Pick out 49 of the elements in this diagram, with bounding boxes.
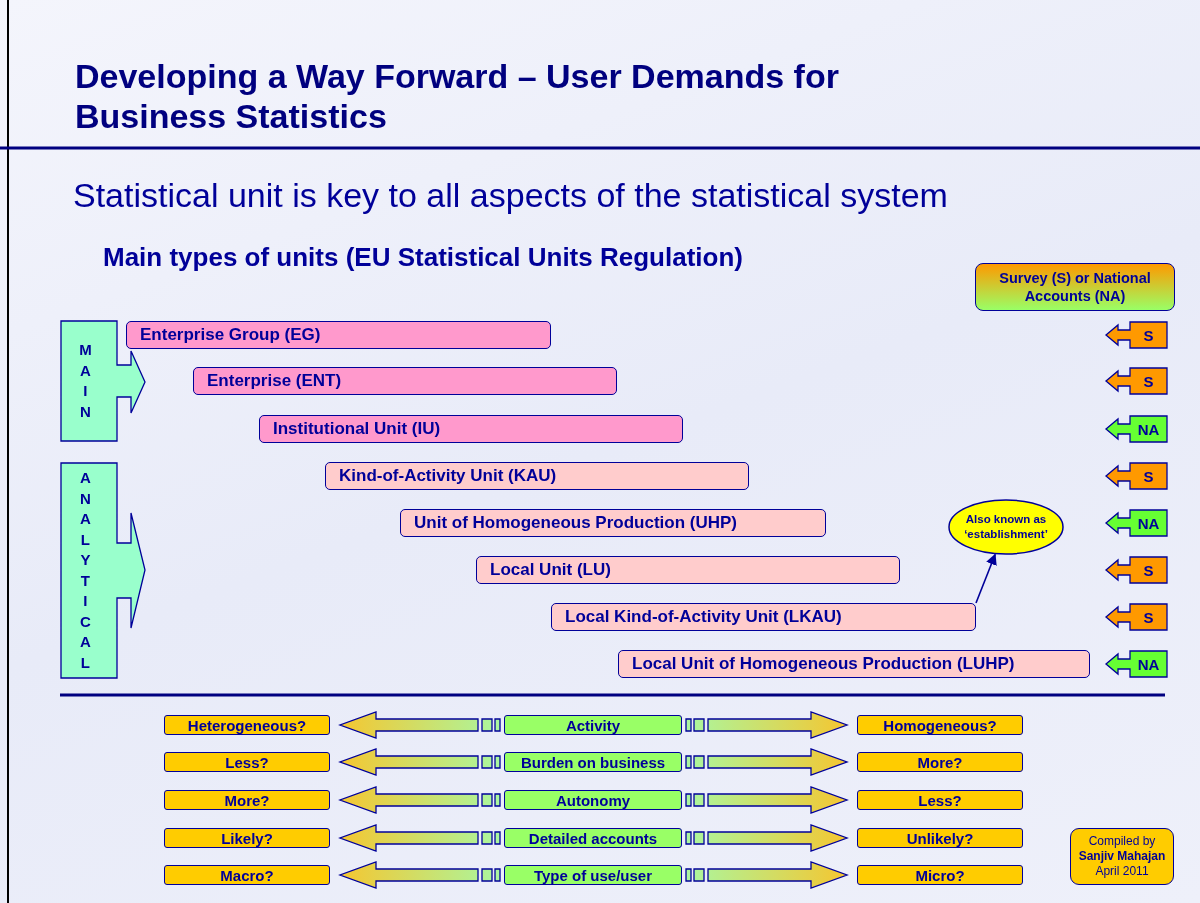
answer-label: More?: [164, 790, 330, 810]
answer-label: Likely?: [164, 828, 330, 848]
answer-label: More?: [857, 752, 1023, 772]
block-arrow: [338, 748, 501, 776]
source-tag: S: [1104, 367, 1168, 395]
source-tag: NA: [1104, 650, 1168, 678]
leader-line: [975, 553, 997, 604]
callout-ellipse: Also known as ‘establishment’: [948, 499, 1064, 555]
topic-label: Type of use/user: [504, 865, 682, 885]
block-arrow: [685, 861, 849, 889]
answer-label: Homogeneous?: [857, 715, 1023, 735]
source-tag: S: [1104, 321, 1168, 349]
answer-label: Less?: [164, 752, 330, 772]
answer-label: Macro?: [164, 865, 330, 885]
topic-label: Detailed accounts: [504, 828, 682, 848]
block-arrow: [685, 748, 849, 776]
block-arrow: [338, 824, 501, 852]
unit-bar: Unit of Homogeneous Production (UHP): [400, 509, 826, 537]
unit-bar: Local Kind-of-Activity Unit (LKAU): [551, 603, 976, 631]
block-arrow: [338, 861, 501, 889]
topic-label: Burden on business: [504, 752, 682, 772]
unit-bar: Enterprise (ENT): [193, 367, 617, 395]
credit-note: Compiled by Sanjiv Mahajan April 2011: [1070, 828, 1174, 885]
answer-label: Heterogeneous?: [164, 715, 330, 735]
block-arrow: [338, 711, 501, 739]
block-arrow: [685, 711, 849, 739]
section-heading: Main types of units (EU Statistical Units Regulation): [103, 242, 743, 273]
unit-bar: Institutional Unit (IU): [259, 415, 683, 443]
source-tag: S: [1104, 462, 1168, 490]
answer-label: Micro?: [857, 865, 1023, 885]
unit-bar: Local Unit (LU): [476, 556, 900, 584]
source-tag: S: [1104, 556, 1168, 584]
source-tag: NA: [1104, 415, 1168, 443]
block-arrow: [338, 786, 501, 814]
unit-bar: Enterprise Group (EG): [126, 321, 551, 349]
unit-bar: Local Unit of Homogeneous Production (LUHP): [618, 650, 1090, 678]
source-tag: NA: [1104, 509, 1168, 537]
column-header: Survey (S) or National Accounts (NA): [975, 263, 1175, 311]
slide-title: Developing a Way Forward – User Demands for Business Statistics: [75, 56, 840, 136]
topic-label: Activity: [504, 715, 682, 735]
source-tag: S: [1104, 603, 1168, 631]
block-arrow: [685, 786, 849, 814]
topic-label: Autonomy: [504, 790, 682, 810]
block-arrow: [685, 824, 849, 852]
answer-label: Unlikely?: [857, 828, 1023, 848]
category-banner: ANALYTICAL: [60, 462, 146, 679]
unit-bar: Kind-of-Activity Unit (KAU): [325, 462, 749, 490]
subtitle: Statistical unit is key to all aspects of the statistical system: [73, 176, 948, 215]
answer-label: Less?: [857, 790, 1023, 810]
